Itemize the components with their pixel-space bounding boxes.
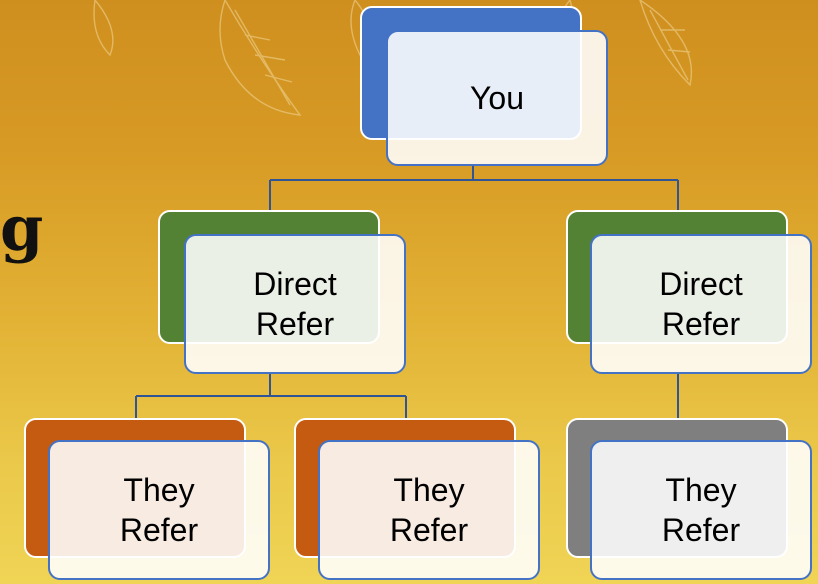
right-mid-node[interactable]: Direct Refer <box>590 234 812 374</box>
left-mid-node[interactable]: Direct Refer <box>184 234 406 374</box>
left-mid-node-label: Direct Refer <box>253 266 337 342</box>
root-node-label: You <box>470 80 524 116</box>
leaf-1-node-label: They Refer <box>119 472 199 548</box>
leaf-2-node[interactable]: They Refer <box>318 440 540 580</box>
leaf-3-node-label: They Refer <box>661 472 741 548</box>
partial-title-text: g <box>0 192 44 265</box>
leaf-1-node[interactable]: They Refer <box>48 440 270 580</box>
right-mid-node-label: Direct Refer <box>659 266 743 342</box>
root-node[interactable]: You <box>386 30 608 166</box>
leaf-2-node-label: They Refer <box>389 472 469 548</box>
leaf-3-node[interactable]: They Refer <box>590 440 812 580</box>
